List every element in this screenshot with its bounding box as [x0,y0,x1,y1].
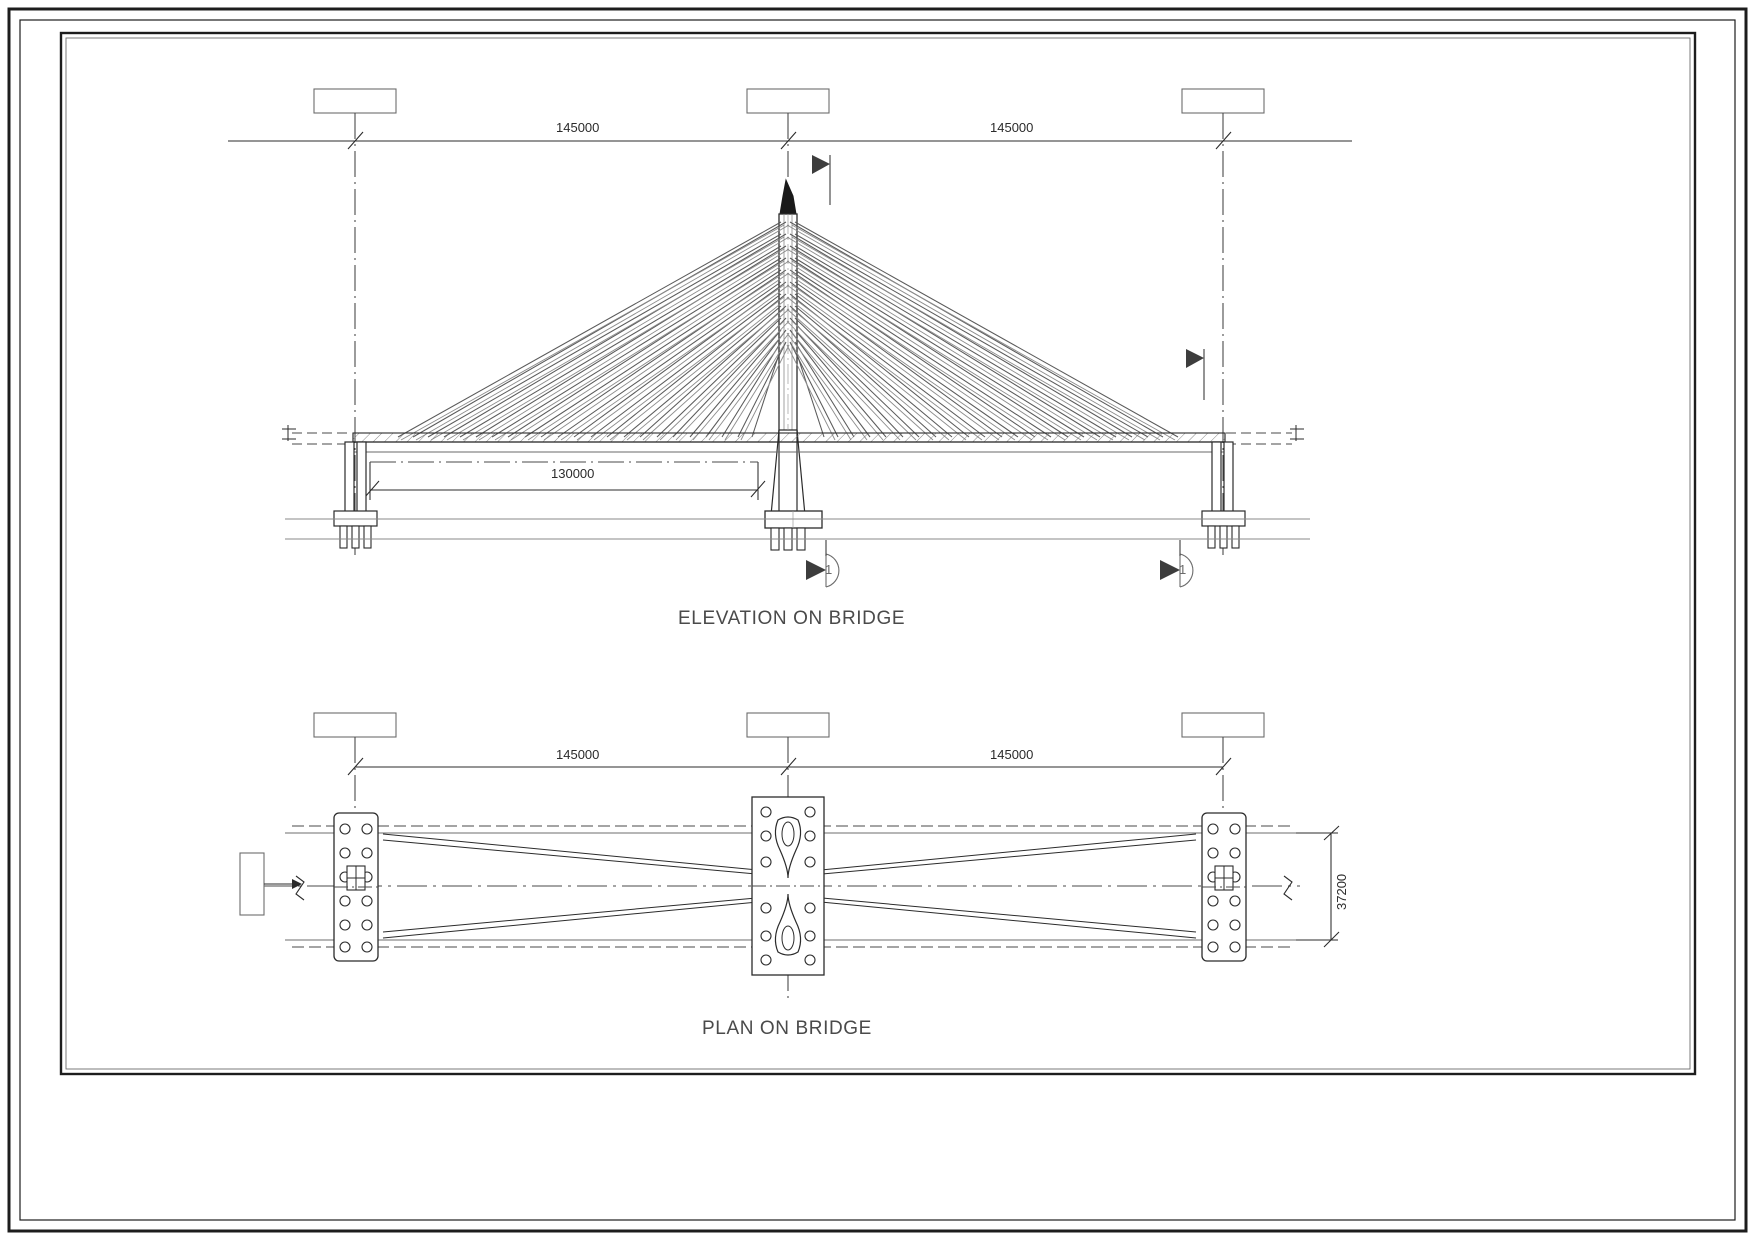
deck-lower-dimension [364,461,766,500]
left-pier-plan [333,812,379,962]
plan-right-span-dimension-label: 145000 [990,747,1034,762]
plan-deck-width-dimension-label: 37200 [1334,873,1349,910]
plan-grid-bubble-right[interactable] [1181,712,1265,738]
plan-left-span-dimension-label: 145000 [556,747,600,762]
pylon-elevation [769,178,807,527]
elevation-view [228,88,1352,588]
plan-view [239,712,1340,1000]
deck-width-dimension [1296,825,1340,948]
plan-callout-tag[interactable] [239,852,302,916]
section-marker-center[interactable] [806,540,840,588]
stay-cables-left [397,221,787,438]
ground-lines-elevation [285,518,1310,540]
central-pier-elevation [764,510,823,551]
break-symbol-left [295,875,305,901]
section-marker-right[interactable] [1160,540,1194,588]
stay-cable-plan-projections [382,833,1197,939]
sheet-border [7,7,1748,1233]
stay-cables-right [789,221,1179,438]
elevation-right-span-dimension-label: 145000 [990,120,1034,135]
right-pier-plan [1201,812,1247,962]
level-marker-mid [1186,349,1205,400]
section-marker-right-number: 1 [1179,562,1187,577]
elevation-gridlines [354,113,1224,555]
plan-span-dimension [347,757,1232,776]
plan-view-title: PLAN ON BRIDGE [702,1018,872,1039]
break-symbol-right [1283,875,1293,901]
stay-cables-right-pair [786,224,1176,441]
bridge-deck-elevation [352,432,1226,453]
right-pier-elevation [1201,441,1246,549]
stay-cables-left-pair [400,224,790,441]
elevation-deck-lower-dimension-label: 130000 [551,466,595,481]
elevation-view-title: ELEVATION ON BRIDGE [678,608,906,629]
elevation-left-span-dimension-label: 145000 [556,120,600,135]
level-marker-top [812,155,831,205]
plan-grid-bubble-left[interactable] [313,712,397,738]
grid-bubble-right[interactable] [1181,88,1265,114]
grid-bubble-center[interactable] [746,88,830,114]
elevation-span-dimension [228,131,1352,150]
grid-bubble-left[interactable] [313,88,397,114]
section-marker-center-number: 1 [825,562,833,577]
plan-grid-bubble-center[interactable] [746,712,830,738]
central-pylon-plan [751,796,825,976]
deck-level-extension [282,425,1304,445]
